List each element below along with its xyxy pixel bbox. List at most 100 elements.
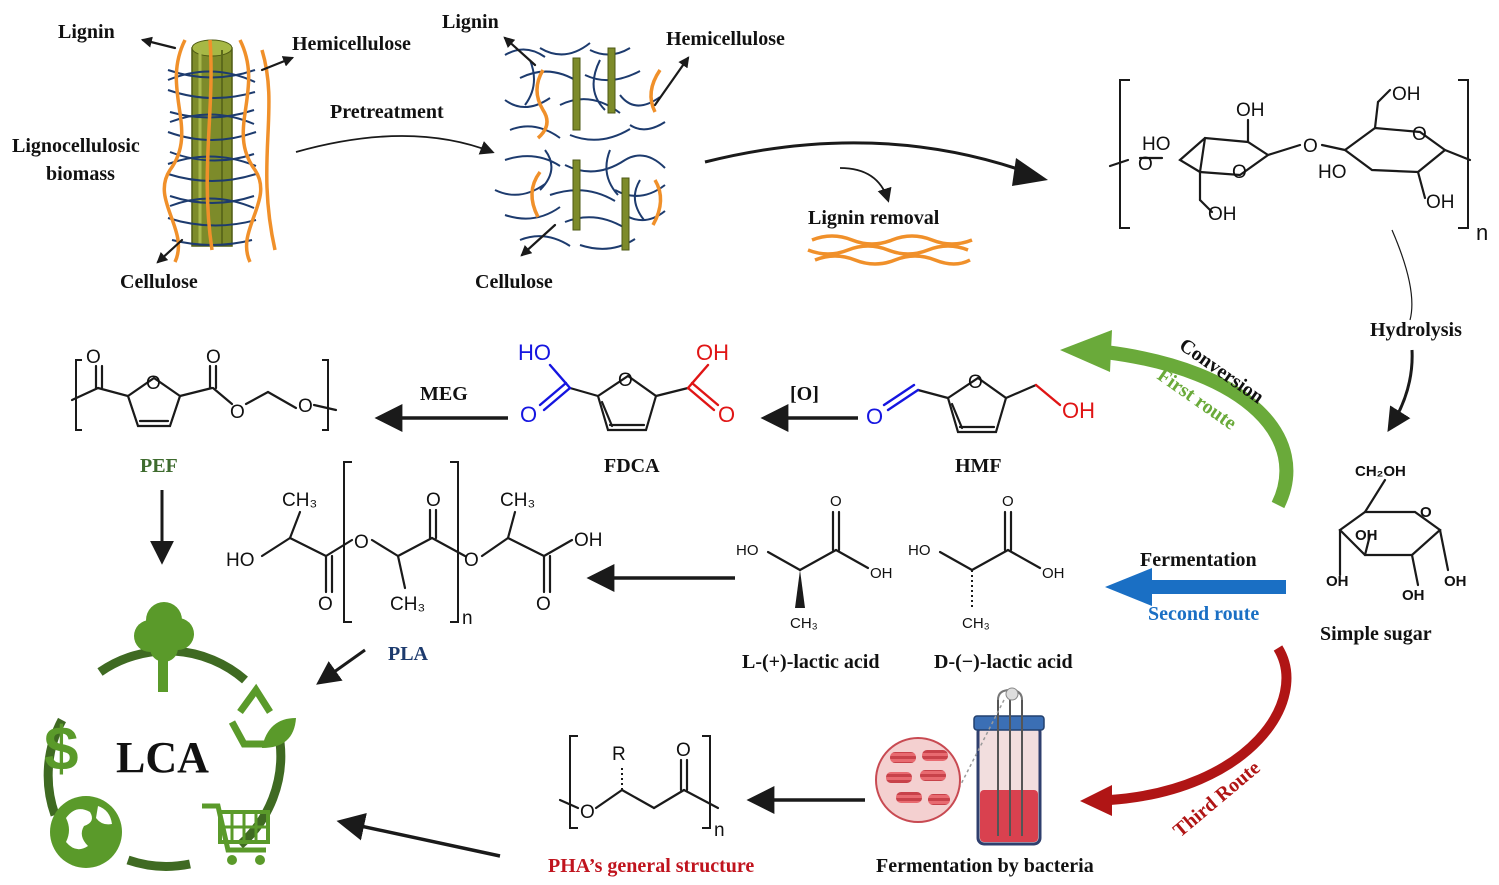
pha-carbonyl-o: O <box>676 740 691 761</box>
pretreated-biomass-figure <box>494 36 690 257</box>
pla-ch3-3: CH₃ <box>500 490 535 511</box>
sugar-ch2oh: CH₂OH <box>1355 463 1406 480</box>
pha-label: PHA’s general structure <box>548 855 754 877</box>
hydrolysis-arrow <box>1387 349 1414 433</box>
first-route-arrow <box>1104 345 1294 509</box>
sugar-oh-4: OH <box>1444 573 1467 590</box>
pla-oh: OH <box>574 530 603 551</box>
cellulose-oh-2: OH <box>1208 204 1237 225</box>
d-lactic-o: O <box>1002 493 1014 510</box>
fdca-ho: HO <box>518 340 551 365</box>
simple-sugar-structure: CH₂OH O OH OH OH OH <box>1326 463 1467 604</box>
cellulose-ring-o-2: O <box>1412 124 1427 145</box>
pha-n: n <box>714 820 725 841</box>
pla-o-4: O <box>464 550 479 571</box>
pef-o-3: O <box>230 402 245 423</box>
biomass-label-line2: biomass <box>46 163 115 185</box>
lignin-removal-label: Lignin removal <box>808 207 940 229</box>
lignocellulosic-biomass-figure <box>140 36 295 264</box>
hemicellulose-label-1: Hemicellulose <box>292 33 411 55</box>
pef-o-4: O <box>298 396 313 417</box>
d-lactic-oh: OH <box>1042 565 1065 582</box>
fdca-oh: OH <box>696 340 729 365</box>
lca-label: LCA <box>116 733 209 782</box>
cellulose-ho-1: HO <box>1142 134 1171 155</box>
pef-o-2: O <box>206 347 221 368</box>
cellulose-oh-3: OH <box>1392 84 1421 105</box>
pha-structure: O R O n <box>558 735 725 841</box>
cart-icon <box>202 803 270 865</box>
d-lactic-label: D-(−)-lactic acid <box>934 651 1073 673</box>
pha-o: O <box>580 802 595 823</box>
fdca-structure: O HO O OH O <box>518 340 735 432</box>
lignin-label-1: Lignin <box>58 21 115 43</box>
globe-icon <box>50 796 122 868</box>
pretreatment-arrow <box>295 135 495 155</box>
second-route-arrow <box>1150 580 1286 594</box>
cellulose-label-1: Cellulose <box>120 271 198 293</box>
hemicellulose-label-2: Hemicellulose <box>666 28 785 50</box>
cellulose-o-left: O <box>1138 154 1153 175</box>
third-route-arrow <box>1109 645 1292 805</box>
l-lactic-o: O <box>830 493 842 510</box>
dollar-icon: $ <box>44 715 78 784</box>
pla-o-3: O <box>426 490 441 511</box>
oxidation-label: [O] <box>790 383 819 405</box>
pla-ch3-1: CH₃ <box>282 490 317 511</box>
d-lactic-ch3: CH₃ <box>962 615 990 632</box>
pla-n: n <box>462 608 473 629</box>
hmf-label: HMF <box>955 455 1002 477</box>
sugar-ring-o: O <box>1420 504 1432 521</box>
cellulose-n: n <box>1476 220 1488 245</box>
pla-to-lca-arrow <box>316 648 366 685</box>
bacteria-icon <box>875 737 961 823</box>
biomass-label-line1: Lignocellulosic <box>12 135 140 157</box>
sugar-oh-3: OH <box>1402 587 1425 604</box>
pha-to-lca-arrow <box>336 813 501 858</box>
hydrolysis-line <box>1391 229 1413 321</box>
lignin-removal-arrow <box>839 167 892 203</box>
sugar-oh-2: OH <box>1326 573 1349 590</box>
hmf-oh: OH <box>1062 398 1095 423</box>
cellulose-ring-o-1: O <box>1232 162 1247 183</box>
cellulose-label-2: Cellulose <box>475 271 553 293</box>
l-lactic-label: L-(+)-lactic acid <box>742 651 879 673</box>
fdca-o-right: O <box>718 402 735 427</box>
hydrolysis-label: Hydrolysis <box>1370 319 1462 341</box>
sugar-oh-1: OH <box>1355 527 1378 544</box>
hmf-structure: O O OH <box>866 372 1095 434</box>
hmf-aldehyde-o: O <box>866 404 883 429</box>
recycle-leaf-icon <box>228 683 296 748</box>
pef-ring-o: O <box>146 373 161 394</box>
lignin-removal-fibers <box>807 234 973 266</box>
pla-o-1: O <box>318 594 333 615</box>
cellulose-bridge-o: O <box>1303 136 1318 157</box>
pef-label: PEF <box>140 455 178 477</box>
cellulose-structure: O HO OH O OH O OH O HO OH n <box>1108 79 1488 245</box>
cellulose-ho-2: HO <box>1318 162 1347 183</box>
fermentation-label: Fermentation <box>1140 549 1257 571</box>
pla-ch3-2: CH₃ <box>390 594 425 615</box>
pla-structure: CH₃ HO O O CH₃ O O n CH₃ O OH <box>226 461 603 629</box>
l-lactic-acid-structure: HO O OH CH₃ <box>736 493 893 632</box>
tree-icon <box>134 602 194 692</box>
pef-structure: O O O O O <box>70 347 338 431</box>
fdca-ring-o: O <box>618 370 633 391</box>
pla-ho: HO <box>226 550 255 571</box>
bioreactor-icon <box>957 687 1045 846</box>
to-cellulose-arrow <box>704 141 1036 177</box>
fdca-o-left: O <box>520 402 537 427</box>
pef-o-1: O <box>86 347 101 368</box>
meg-label: MEG <box>420 383 468 405</box>
lignin-label-2: Lignin <box>442 11 499 33</box>
fermentation-bacteria-label: Fermentation by bacteria <box>876 855 1094 877</box>
simple-sugar-label: Simple sugar <box>1320 623 1432 645</box>
d-lactic-ho: HO <box>908 542 931 559</box>
pretreatment-label: Pretreatment <box>330 101 444 123</box>
fdca-label: FDCA <box>604 455 660 477</box>
second-route-label: Second route <box>1148 603 1259 625</box>
pla-label: PLA <box>388 643 429 665</box>
pha-r: R <box>612 744 626 765</box>
